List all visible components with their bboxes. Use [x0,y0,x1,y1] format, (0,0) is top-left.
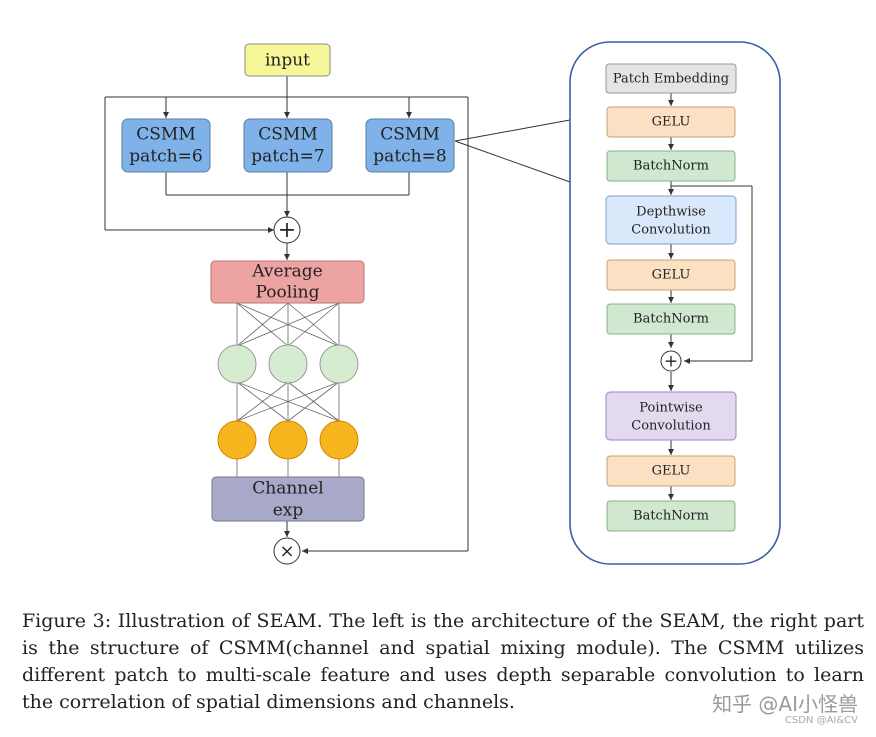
multiply-operator: × [273,537,301,565]
csmm-patch-label: patch=6 [129,147,202,167]
channel-exp-node: Channel exp [211,476,365,522]
gelu-block: GELU [606,106,736,138]
gelu-block: GELU [606,259,736,291]
residual-sum-operator: + [660,350,682,372]
csmm-label: CSMM [380,125,439,145]
csmm-patch-8: CSMM patch=8 [365,118,455,173]
plus-icon: + [278,218,296,243]
hidden-node [217,344,257,384]
block-label: GELU [652,115,691,130]
csmm-label: CSMM [258,125,317,145]
output-node [319,420,359,460]
block-label: Convolution [631,223,711,238]
seam-diagram: input CSMM patch=6 CSMM patch=7 CSMM pat… [104,41,781,565]
average-pooling-node: Average Pooling [210,260,365,304]
figure-caption: Figure 3: Illustration of SEAM. The left… [22,608,864,716]
csmm-patch-label: patch=7 [251,147,324,167]
pooling-label: Average [251,262,322,282]
csmm-patch-6: CSMM patch=6 [121,118,211,173]
pooling-label: Pooling [256,283,320,303]
block-label: Pointwise [639,401,703,416]
watermark-main: 知乎 @AI小怪兽 [712,692,858,716]
batchnorm-block: BatchNorm [606,500,736,532]
seam-architecture [104,76,571,554]
dense-connections [236,302,340,477]
batchnorm-block: BatchNorm [606,150,736,182]
input-label: input [265,51,310,71]
gelu-block: GELU [606,455,736,487]
batchnorm-block: BatchNorm [606,303,736,335]
channel-label: Channel [252,479,324,499]
hidden-node [268,344,308,384]
plus-icon: + [664,352,678,372]
hidden-layer [217,344,359,384]
input-node: input [244,43,331,77]
watermark-sub: CSDN @AI&CV [784,715,858,726]
csmm-patch-7: CSMM patch=7 [243,118,333,173]
csmm-detail-panel: Patch Embedding GELU BatchNorm Depthwise… [569,41,781,565]
output-node [268,420,308,460]
pointwise-convolution-block: Pointwise Convolution [605,391,737,441]
block-label: GELU [652,268,691,283]
block-label: Convolution [631,419,711,434]
block-label: BatchNorm [633,312,709,327]
channel-label: exp [273,501,304,521]
caption-text: Figure 3: Illustration of SEAM. The left… [22,610,864,713]
csmm-label: CSMM [136,125,195,145]
hidden-node [319,344,359,384]
times-icon: × [279,541,294,562]
block-label: GELU [652,464,691,479]
patch-embedding-block: Patch Embedding [605,63,737,94]
block-label: Patch Embedding [613,72,729,87]
csmm-patch-label: patch=8 [373,147,446,167]
depthwise-convolution-block: Depthwise Convolution [605,195,737,245]
output-node [217,420,257,460]
watermark: 知乎 @AI小怪兽 CSDN @AI&CV [712,693,858,727]
output-layer [217,420,359,460]
sum-operator: + [273,216,301,244]
block-label: Depthwise [636,205,706,220]
block-label: BatchNorm [633,509,709,524]
block-label: BatchNorm [633,159,709,174]
